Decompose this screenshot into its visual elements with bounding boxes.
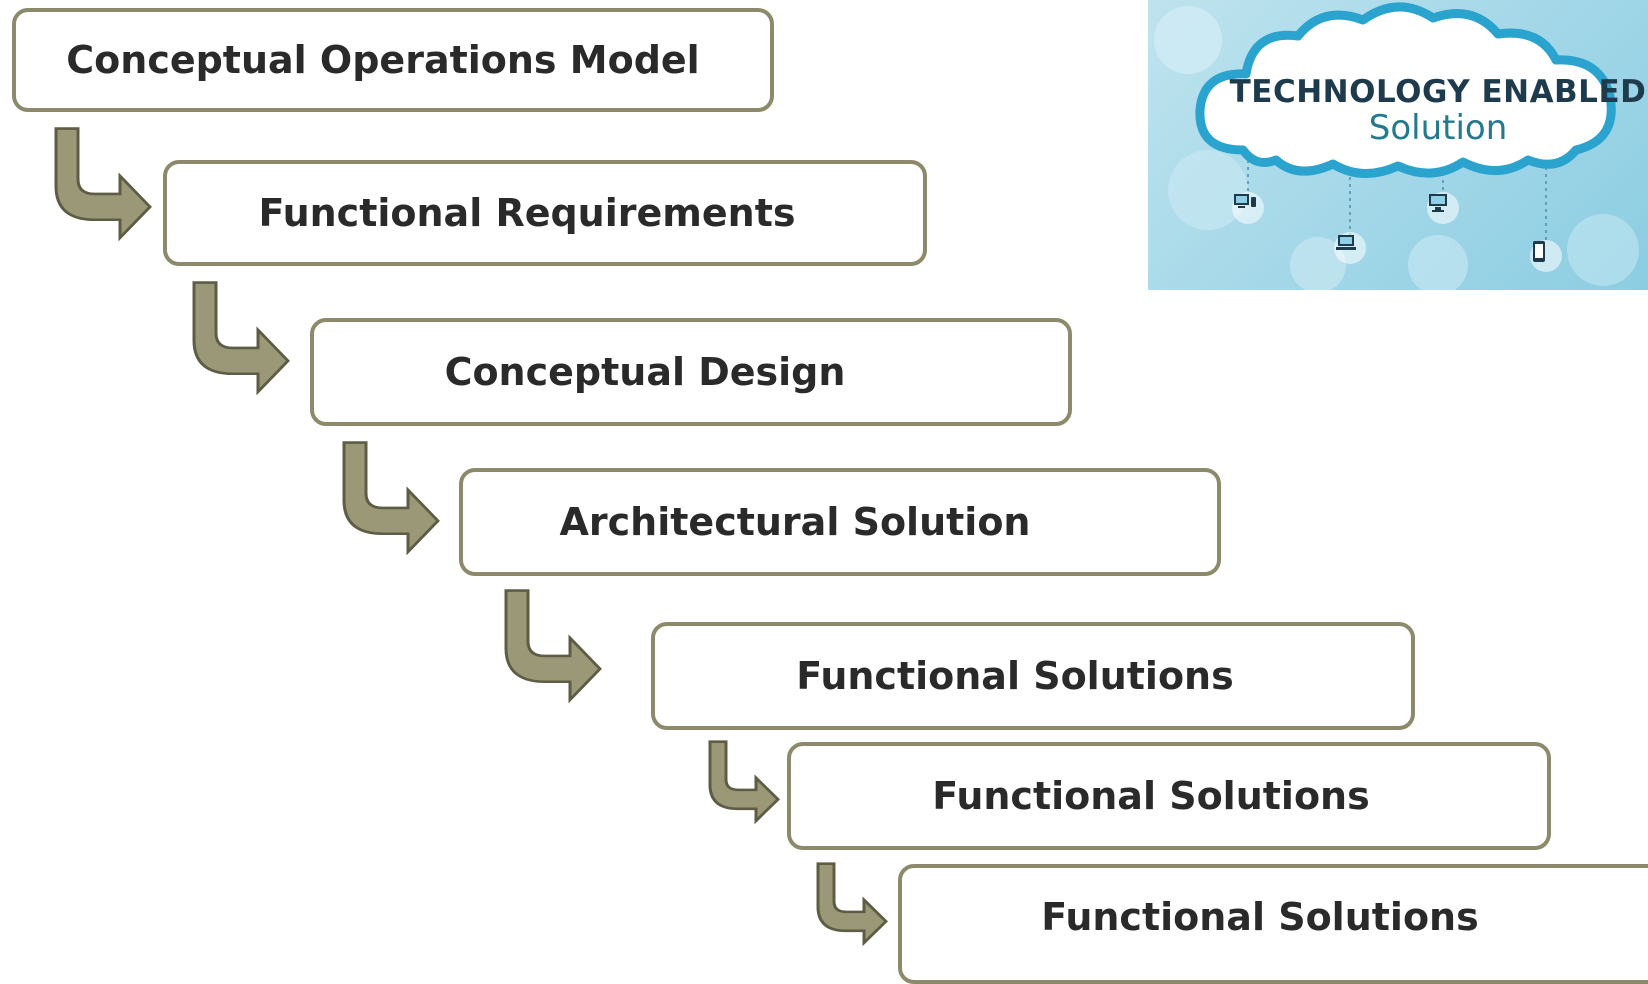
step-label: Functional Solutions (932, 774, 1370, 818)
bent-arrow-icon (192, 281, 290, 396)
step-box-5: Functional Solutions (651, 622, 1415, 730)
tablet-icon (1530, 240, 1562, 272)
banner-subtitle: Solution (1368, 108, 1508, 148)
step-label: Architectural Solution (559, 500, 1031, 544)
desktop-icon (1427, 192, 1459, 224)
step-box-6: Functional Solutions (787, 742, 1551, 850)
laptop-icon (1334, 232, 1366, 264)
banner-background (1154, 2, 1639, 290)
step-label: Functional Solutions (796, 654, 1234, 698)
step-box-1: Conceptual Operations Model (12, 8, 774, 112)
technology-enabled-banner: TECHNOLOGY ENABLED Solution (1148, 0, 1648, 290)
step-label: Conceptual Design (444, 350, 846, 394)
step-box-4: Architectural Solution (459, 468, 1221, 576)
cloud-shape (1195, 2, 1616, 179)
bent-arrow-icon (708, 740, 780, 825)
bent-arrow-icon (54, 127, 152, 242)
step-box-2: Functional Requirements (163, 160, 927, 266)
banner-title: TECHNOLOGY ENABLED (1229, 74, 1647, 110)
step-box-3: Conceptual Design (310, 318, 1072, 426)
step-label: Conceptual Operations Model (66, 38, 700, 82)
step-label: Functional Solutions (1041, 895, 1479, 939)
desktop-mobile-icon (1232, 192, 1264, 224)
bent-arrow-icon (504, 589, 602, 704)
step-label: Functional Requirements (258, 191, 796, 235)
step-box-7: Functional Solutions (898, 864, 1648, 984)
bent-arrow-icon (816, 862, 888, 947)
bent-arrow-icon (342, 441, 440, 556)
